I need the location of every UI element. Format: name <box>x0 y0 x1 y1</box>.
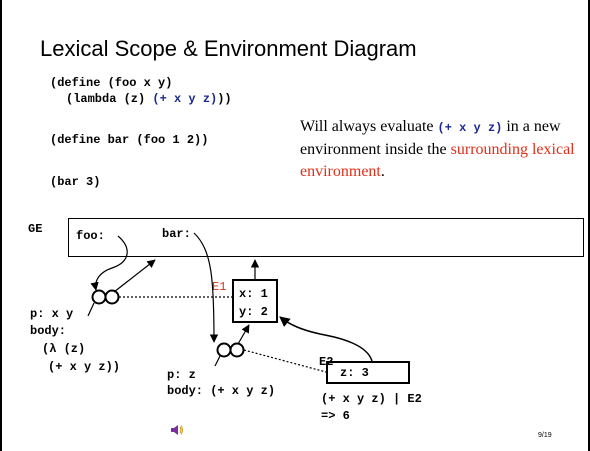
bar-procedure-to-params-line <box>214 355 221 367</box>
bar-procedure-body: body: (+ x y z) <box>167 384 276 398</box>
e2-frame <box>326 361 410 384</box>
slide-title: Lexical Scope & Environment Diagram <box>40 36 417 61</box>
bar-procedure-to-e2-dotted <box>243 349 327 373</box>
note-highlight: surrounding lexical environment <box>300 141 575 180</box>
global-environment-frame <box>68 218 584 257</box>
note-text-1: Will always evaluate <box>300 118 438 135</box>
foo-binding: foo: <box>76 229 105 243</box>
page-number: 9/19 <box>538 432 552 439</box>
foo-procedure-body-line1: (λ (z) <box>42 342 86 356</box>
bar-pointer-arrow <box>193 232 219 343</box>
foo-procedure-left-circle <box>91 289 107 305</box>
bar-binding: bar: <box>162 227 191 241</box>
bar-procedure-left-circle <box>216 342 232 358</box>
e1-y-binding: y: 2 <box>239 305 268 319</box>
bar-procedure-params: p: z <box>167 368 196 382</box>
foo-pointer-arrow <box>90 235 128 291</box>
foo-procedure-params: p: x y <box>30 307 74 321</box>
evaluation-expression: (+ x y z) | E2 <box>321 392 422 406</box>
code-lambda-body: (+ x y z) <box>152 92 218 106</box>
code-line-define-foo: (define (foo x y) <box>50 76 173 90</box>
note-code: (+ x y z) <box>437 121 503 135</box>
foo-procedure-body-label: body: <box>30 324 67 338</box>
code-lambda-prefix: (lambda (z) <box>66 92 153 106</box>
e1-x-binding: x: 1 <box>239 287 268 301</box>
e1-label: E1 <box>212 280 227 294</box>
e2-label: E2 <box>319 355 334 369</box>
explanation-note: Will always evaluate (+ x y z) in a new … <box>300 116 585 183</box>
code-line-lambda: (lambda (z) (+ x y z))) <box>66 92 232 106</box>
speaker-icon[interactable] <box>170 423 184 437</box>
foo-env-pointer-arrow <box>113 259 156 293</box>
foo-procedure-body-line2: (+ x y z)) <box>48 360 121 374</box>
foo-procedure-to-params-line <box>87 302 95 317</box>
evaluation-result: => 6 <box>321 409 350 423</box>
foo-procedure-right-circle <box>104 289 120 305</box>
code-lambda-suffix: )) <box>217 92 232 106</box>
ge-label: GE <box>28 222 43 236</box>
bar-procedure-e1-pointer <box>237 324 250 345</box>
bar-procedure-right-circle <box>229 342 245 358</box>
e2-z-binding: z: 3 <box>340 366 369 380</box>
code-line-define-bar: (define bar (foo 1 2)) <box>50 133 209 147</box>
note-text-2: in a new environment inside the <box>300 118 561 158</box>
e1-frame <box>232 279 278 323</box>
e2-to-e1-arrow <box>279 316 373 362</box>
code-line-call-bar: (bar 3) <box>50 175 101 189</box>
note-text-3: . <box>380 163 385 180</box>
